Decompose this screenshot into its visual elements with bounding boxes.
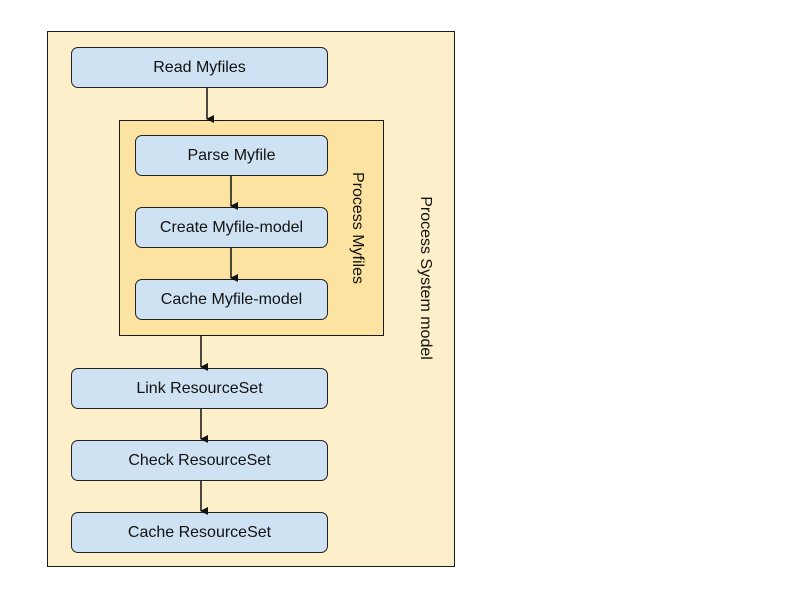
step-link-resourceset: Link ResourceSet: [71, 368, 328, 409]
step-check-resourceset: Check ResourceSet: [71, 440, 328, 481]
step-parse-myfile: Parse Myfile: [135, 135, 328, 176]
step-create-myfile-model: Create Myfile-model: [135, 207, 328, 248]
step-read-myfiles: Read Myfiles: [71, 47, 328, 88]
process-system-model-label: Process System model: [417, 196, 434, 360]
step-cache-resourceset: Cache ResourceSet: [71, 512, 328, 553]
process-myfiles-label: Process Myfiles: [349, 171, 366, 285]
step-cache-myfile-model: Cache Myfile-model: [135, 279, 328, 320]
